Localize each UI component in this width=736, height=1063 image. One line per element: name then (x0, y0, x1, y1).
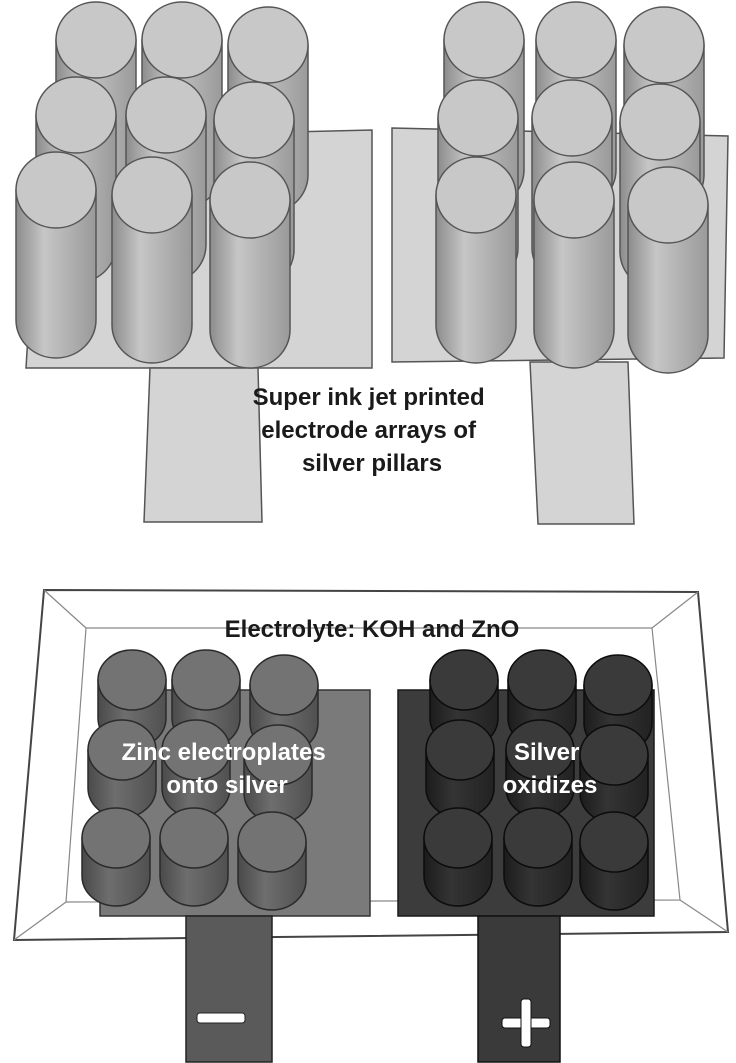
silver-label: Silver oxidizes (503, 739, 598, 799)
zinc-pillar-group (81, 649, 319, 911)
right-tab (529, 361, 635, 525)
negative-tab (185, 915, 273, 1063)
oxide-pillar-r2c1 (425, 719, 495, 819)
right-pillar-r3c3 (627, 166, 709, 374)
zinc-label-line-2: onto silver (166, 772, 287, 799)
left-tab (143, 367, 263, 523)
zinc-label: Zinc electroplates onto silver (122, 739, 333, 799)
oxide-pillar-r3c2 (503, 807, 573, 907)
zinc-pillar-r2c1 (87, 719, 157, 819)
oxide-pillar-r3c1 (423, 807, 493, 907)
top-caption-line-3: silver pillars (302, 450, 442, 477)
left-pillar-r3c1 (15, 151, 97, 359)
zinc-label-line-1: Zinc electroplates (122, 739, 326, 766)
right-pillar-group (435, 1, 709, 374)
oxide-pillar-r2c2 (505, 719, 575, 819)
right-pillar-r3c2 (533, 161, 615, 369)
positive-tab (477, 915, 561, 1063)
zinc-pillar-r2c3 (243, 724, 313, 824)
right-pillar-r3c1 (435, 156, 517, 364)
zinc-pillar-r2c2 (161, 719, 231, 819)
silver-label-line-2: oxidizes (503, 772, 598, 799)
oxide-pillar-r3c3 (579, 811, 649, 911)
zinc-pillar-r3c1 (81, 807, 151, 907)
minus-icon (196, 1012, 246, 1024)
left-pillar-r3c3 (209, 161, 291, 369)
zinc-pillar-r3c3 (237, 811, 307, 911)
container-edge-br (679, 899, 729, 933)
electrolyte-label: Electrolyte: KOH and ZnO (225, 616, 520, 643)
right-electrode-array (391, 1, 729, 525)
top-caption-line-1: Super ink jet printed (253, 384, 485, 411)
left-electrode-array (15, 1, 373, 523)
top-caption: Super ink jet printed electrode arrays o… (253, 384, 492, 477)
silver-label-line-1: Silver (514, 739, 579, 766)
oxide-pillar-group (423, 649, 653, 911)
left-pillar-r3c2 (111, 156, 193, 364)
container-edge-tr (651, 591, 699, 629)
oxide-pillar-r2c3 (579, 724, 649, 824)
top-caption-line-2: electrode arrays of (261, 417, 477, 444)
container-edge-bl (13, 901, 67, 941)
left-pillar-group (15, 1, 309, 369)
zinc-electrode (81, 649, 371, 1063)
container-edge-tl (43, 589, 87, 629)
plus-icon (501, 998, 551, 1048)
zinc-pillar-r3c2 (159, 807, 229, 907)
